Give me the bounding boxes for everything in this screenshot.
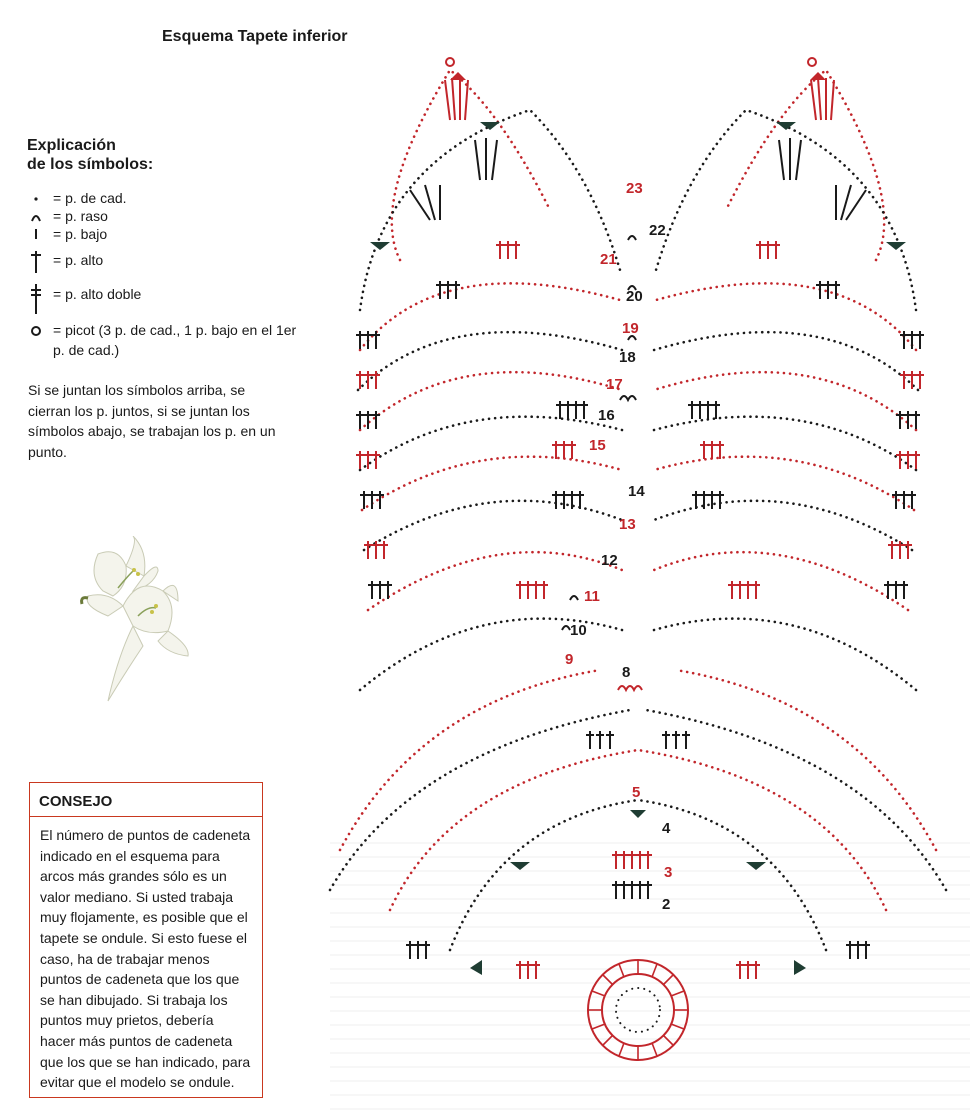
legend-item-slip: = p. raso: [27, 206, 297, 226]
crochet-chart: [328, 57, 948, 1061]
round-number-2: 2: [662, 896, 671, 913]
dagger-icon: [27, 250, 53, 273]
legend-item-single: = p. bajo: [27, 224, 297, 244]
round-number-15: 15: [589, 437, 606, 454]
legend-item-treble: = p. alto: [27, 250, 297, 273]
bar-icon: [27, 224, 53, 244]
round-number-13: 13: [619, 516, 636, 533]
round-number-5: 5: [632, 784, 641, 801]
legend-item-double-treble: = p. alto doble: [27, 284, 297, 314]
consejo-heading: CONSEJO: [30, 783, 262, 817]
legend-heading: Explicación de los símbolos:: [27, 137, 154, 173]
round-number-17: 17: [606, 376, 623, 393]
round-number-19: 19: [622, 320, 639, 337]
legend-note: Si se juntan los símbolos arriba, se cie…: [28, 382, 276, 460]
round-number-21: 21: [600, 251, 617, 268]
lily-flower-image: [80, 536, 189, 702]
round-number-3: 3: [664, 864, 673, 881]
consejo-box: CONSEJO El número de puntos de cadeneta …: [29, 782, 263, 1098]
round-number-18: 18: [619, 349, 636, 366]
round-number-20: 20: [626, 288, 643, 305]
round-number-23: 23: [626, 180, 643, 197]
round-number-8: 8: [622, 664, 631, 681]
round-number-14: 14: [628, 483, 645, 500]
diagram-title: Esquema Tapete inferior: [162, 28, 348, 45]
legend-item-chain: = p. de cad.: [27, 188, 297, 208]
round-number-12: 12: [601, 552, 618, 569]
circle-icon: [27, 320, 53, 340]
arc-icon: [27, 206, 53, 226]
round-number-10: 10: [570, 622, 587, 639]
dot-icon: [27, 188, 53, 208]
round-number-22: 22: [649, 222, 666, 239]
double-dagger-icon: [27, 284, 53, 314]
round-number-11: 11: [584, 588, 600, 605]
round-number-9: 9: [565, 651, 574, 668]
round-number-4: 4: [662, 820, 671, 837]
round-number-16: 16: [598, 407, 615, 424]
consejo-text: El número de puntos de cadeneta indicado…: [40, 827, 251, 1091]
legend-item-picot: = picot (3 p. de cad., 1 p. bajo en el 1…: [27, 320, 297, 360]
